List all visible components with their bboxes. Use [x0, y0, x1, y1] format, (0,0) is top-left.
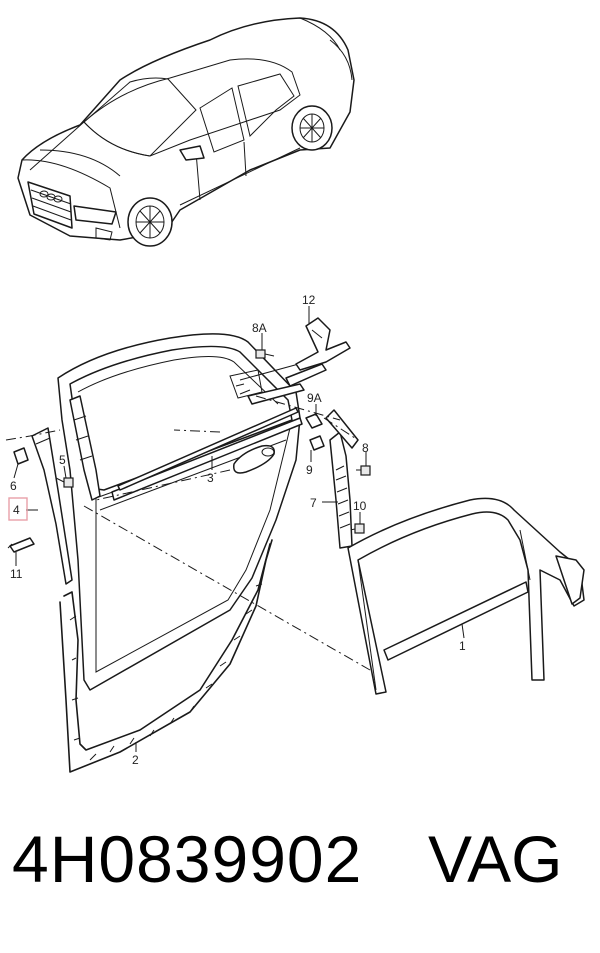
part-12-corner-trim	[285, 317, 351, 387]
screw-5-icon	[55, 477, 74, 488]
screw-8-icon	[356, 465, 371, 476]
part-7-pillar-trim	[305, 409, 359, 549]
callout-8a: 8A	[252, 321, 267, 335]
brand-label: VAG	[428, 822, 563, 896]
callout-11: 11	[10, 567, 23, 581]
screws	[55, 349, 371, 534]
callout-8: 8	[362, 441, 369, 455]
callout-7: 7	[310, 496, 317, 510]
callout-9: 9	[306, 463, 313, 477]
clip-9-icon	[309, 435, 325, 451]
callout-4-highlight	[8, 497, 28, 521]
callout-10: 10	[353, 499, 367, 513]
clip-6-icon	[13, 447, 29, 465]
callout-12: 12	[302, 293, 316, 307]
clip-9a-icon	[305, 413, 323, 429]
callout-1: 1	[459, 639, 466, 653]
clip-11-icon	[9, 537, 35, 553]
door-handle-icon	[233, 444, 275, 474]
callout-9a: 9A	[307, 391, 322, 405]
callout-4: 4	[13, 503, 20, 517]
callout-2: 2	[132, 753, 139, 767]
screw-8a-icon	[255, 349, 275, 359]
part-4-pillar-trim	[7, 427, 73, 585]
callout-5: 5	[59, 453, 66, 467]
part-2-door-seal	[59, 539, 273, 773]
car-illustration	[17, 17, 355, 247]
part-number: 4H0839902	[12, 822, 363, 896]
part-3-door-frame	[57, 333, 307, 691]
callout-labels: 12 8A 9A 8 9 5 3 6 4 7 10 11 1 2	[10, 293, 466, 767]
callout-6: 6	[10, 479, 17, 493]
callout-leaders	[13, 306, 465, 752]
callout-3: 3	[207, 471, 214, 485]
part-1-window-channel	[347, 497, 585, 695]
assembly-lines	[5, 395, 371, 671]
